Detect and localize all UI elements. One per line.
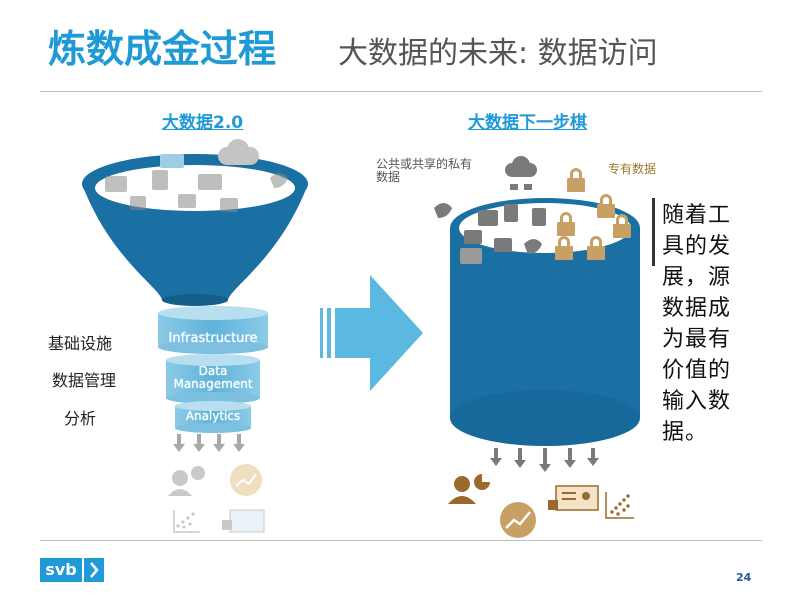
- stage-analytics-body: [175, 406, 251, 428]
- monitor-icon: [198, 174, 222, 190]
- value-note: 随着工具的发展，源数据成为最有价值的输入数据。: [662, 203, 732, 445]
- scatter-icon: [605, 492, 634, 519]
- transition-arrow: [320, 275, 423, 391]
- svb-logo: svb: [40, 558, 104, 582]
- id-card-icon: [229, 509, 265, 533]
- title-divider: [40, 91, 762, 92]
- lock-icon: [548, 500, 558, 510]
- badge-icon: [160, 154, 184, 168]
- logo-chevron-icon: [84, 558, 104, 582]
- page-number: 24: [736, 571, 752, 584]
- public-data-icons: [434, 156, 546, 264]
- side-label-analytics: 分析: [64, 409, 97, 428]
- open-mail-icon: [460, 248, 482, 264]
- twitter-icon: [270, 173, 288, 188]
- twitter-icon-2: [524, 239, 542, 254]
- lock-icon: [567, 168, 585, 192]
- cylinder-body: [450, 228, 640, 446]
- funnel-bowl: [82, 184, 308, 300]
- side-label-data-management: 数据管理: [52, 371, 117, 390]
- user-pie-icon: [448, 474, 490, 504]
- side-label-infrastructure: 基础设施: [48, 334, 113, 353]
- cylinder-output-arrows: [490, 448, 599, 472]
- flag-icon: [464, 230, 482, 244]
- globe-icon: [504, 204, 518, 222]
- chart-icon: [130, 196, 146, 210]
- private-data-locks: [555, 168, 631, 260]
- globe-icon: [220, 198, 238, 212]
- left-heading: 大数据2.0: [162, 113, 244, 133]
- lock-icon: [222, 520, 232, 530]
- logo-text: svb: [40, 558, 82, 582]
- public-data-label: 公共或共享的私有数据: [376, 157, 473, 184]
- funnel-data-icons: [105, 170, 288, 212]
- mail-icon: [494, 238, 512, 252]
- pie-icon: [191, 466, 205, 480]
- cloud-icon: [218, 139, 259, 165]
- page-subtitle: 大数据的未来: 数据访问: [338, 36, 658, 71]
- stage-analytics-label: Analytics: [185, 409, 241, 423]
- funnel-diagram: [82, 139, 308, 533]
- twitter-icon: [434, 203, 452, 218]
- growth-chart-icon: [500, 502, 536, 538]
- footer-divider: [40, 540, 762, 541]
- mail-icon: [178, 194, 196, 208]
- lock-icon: [613, 214, 631, 238]
- lock-icon: [587, 236, 605, 260]
- funnel-output-icons: [168, 464, 265, 533]
- document-icon: [532, 208, 546, 226]
- lock-icon: [555, 236, 573, 260]
- stage-data-management-body: [166, 360, 260, 398]
- id-card-icon: [548, 485, 599, 511]
- cloud-icon: [505, 156, 537, 177]
- stage-data-management-label: Data Management: [173, 364, 253, 391]
- funnel-output-arrows: [173, 434, 245, 452]
- growth-chart-icon: [230, 464, 262, 496]
- data-cylinder-diagram: [434, 156, 640, 538]
- page-title: 炼数成金过程: [48, 27, 277, 71]
- photo-icon: [105, 176, 127, 192]
- right-heading: 大数据下一步棋: [468, 113, 587, 133]
- document-icon: [152, 170, 168, 190]
- lock-icon: [557, 212, 575, 236]
- cylinder-output-icons: [448, 474, 634, 538]
- note-bar: [652, 198, 655, 266]
- private-data-label: 专有数据: [608, 162, 657, 176]
- user-icon: [172, 470, 188, 486]
- stage-infrastructure-label: Infrastructure: [168, 331, 258, 346]
- photo-icon: [478, 210, 498, 226]
- scatter-icon: [173, 510, 200, 533]
- lock-icon: [597, 194, 615, 218]
